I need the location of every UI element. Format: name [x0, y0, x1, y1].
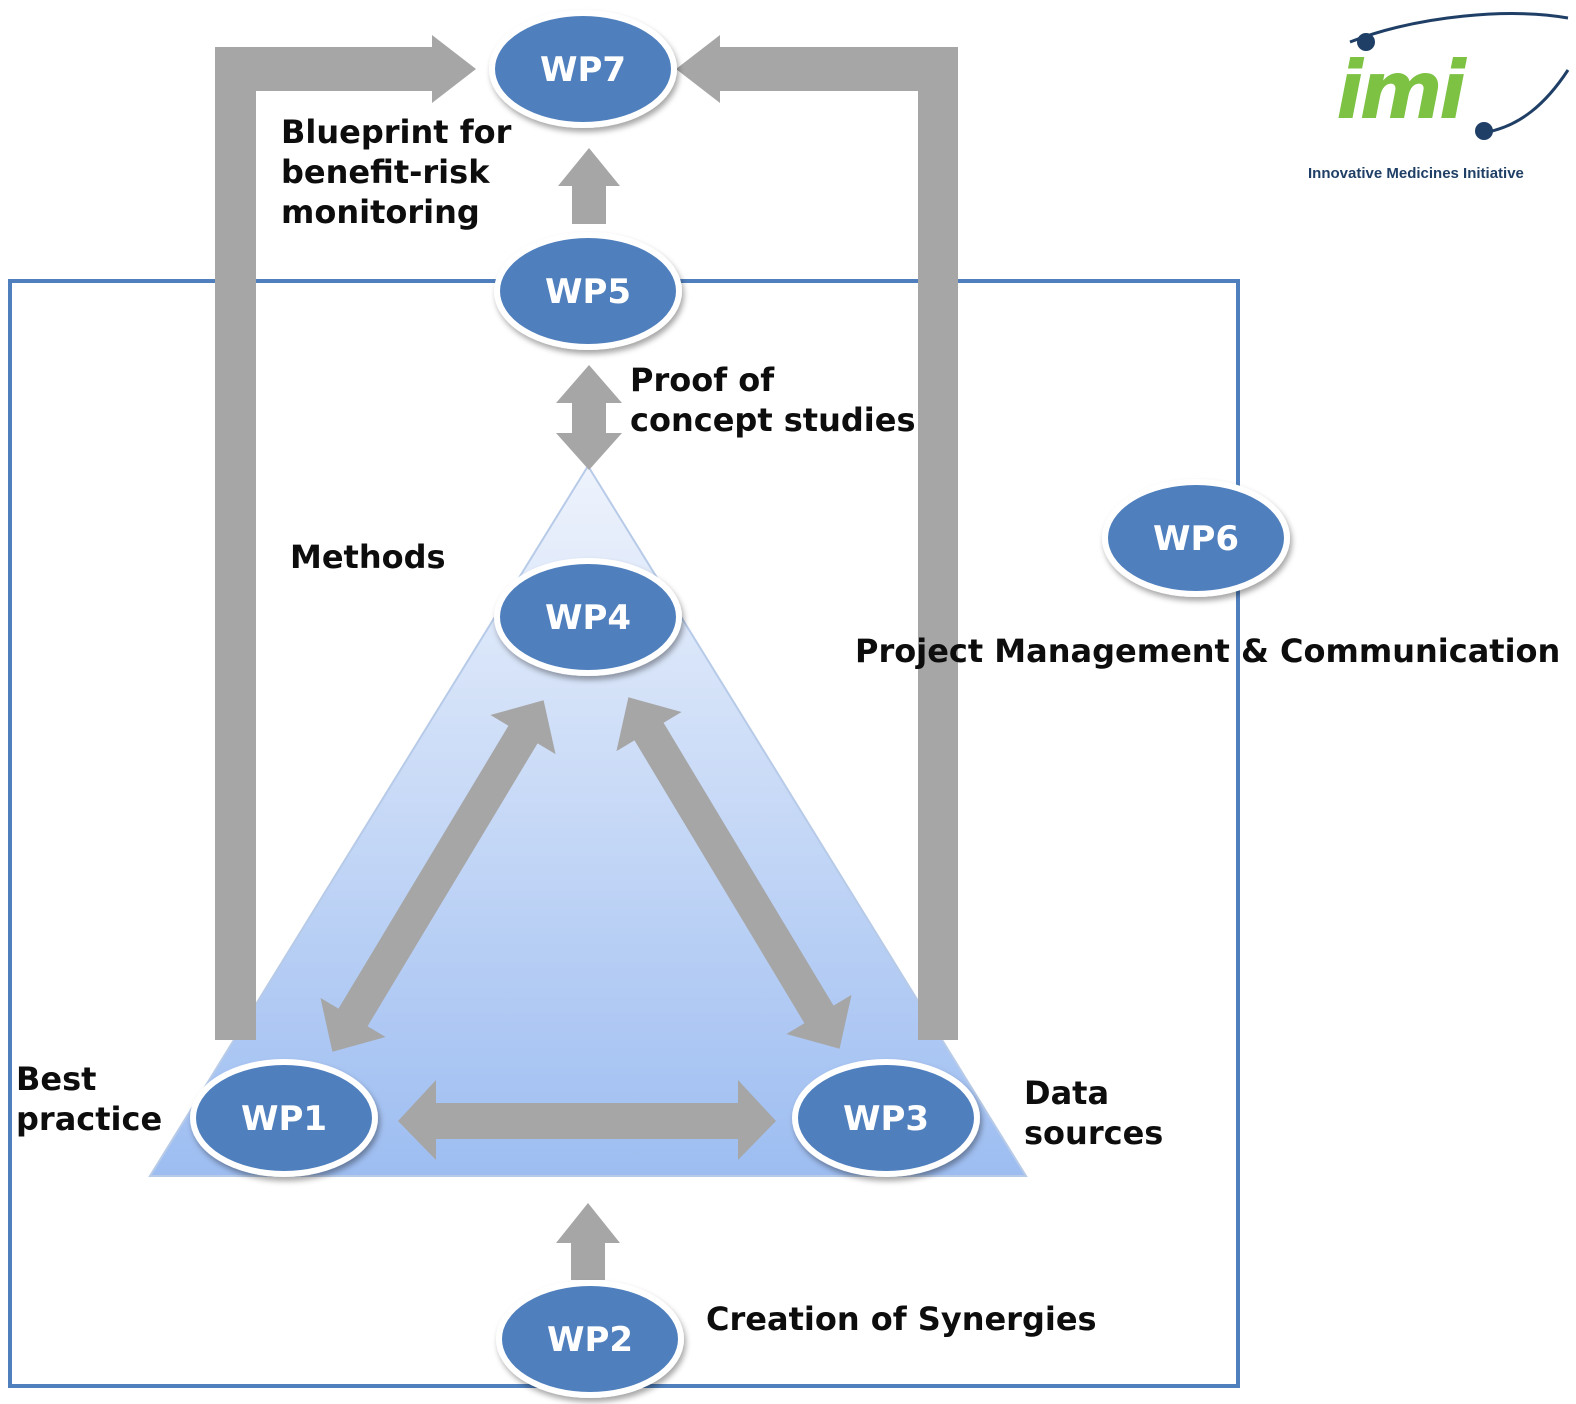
node-wp7-label: WP7	[540, 50, 626, 90]
arrow-wp1-wp3	[398, 1080, 776, 1160]
label-proof-line2: concept studies	[630, 401, 916, 439]
label-data-sources-line1: Data	[1024, 1074, 1110, 1112]
node-wp2-label: WP2	[547, 1320, 633, 1360]
label-best-practice: Best practice	[16, 1059, 162, 1139]
logo-caption: Innovative Medicines Initiative	[1308, 165, 1524, 182]
label-blueprint: Blueprint for benefit-risk monitoring	[281, 112, 511, 232]
logo-dot-bottom	[1475, 122, 1493, 140]
label-blueprint-line2: benefit-risk	[281, 153, 490, 191]
logo-orbit-arc	[1349, 12, 1569, 44]
label-blueprint-line1: Blueprint for	[281, 113, 512, 151]
node-wp4-label: WP4	[545, 598, 631, 638]
label-proof: Proof of concept studies	[630, 360, 916, 440]
node-wp6-label: WP6	[1153, 519, 1239, 559]
label-proof-line1: Proof of	[630, 361, 775, 399]
label-methods: Methods	[290, 538, 446, 576]
label-data-sources-line2: sources	[1024, 1114, 1164, 1152]
node-wp1-label: WP1	[241, 1099, 327, 1139]
node-wp4: WP4	[494, 558, 682, 676]
logo-word: imi	[1336, 44, 1468, 137]
node-wp5-label: WP5	[545, 272, 631, 312]
arrow-wp5-wp4	[556, 365, 622, 470]
label-best-practice-line1: Best	[16, 1060, 97, 1098]
label-data-sources: Data sources	[1024, 1073, 1163, 1153]
logo-dot-top	[1357, 33, 1375, 51]
node-wp6: WP6	[1102, 479, 1290, 597]
label-best-practice-line2: practice	[16, 1100, 163, 1138]
arrow-wp1-wp4	[320, 700, 556, 1052]
imi-logo: imi Innovative Medicines Initiative	[1308, 12, 1570, 182]
label-project-management: Project Management & Communication	[855, 632, 1561, 670]
node-wp2: WP2	[496, 1280, 684, 1398]
node-wp3: WP3	[792, 1059, 980, 1177]
loop-arrow-right	[676, 35, 958, 1040]
label-blueprint-line3: monitoring	[281, 193, 480, 231]
logo-orbit-arc-right	[1487, 69, 1570, 134]
arrow-wp3-wp4	[616, 697, 852, 1049]
arrow-wp5-to-wp7	[558, 148, 620, 224]
node-wp1: WP1	[190, 1059, 378, 1177]
label-synergies: Creation of Synergies	[706, 1300, 1097, 1338]
node-wp7: WP7	[489, 10, 677, 128]
node-wp5: WP5	[494, 232, 682, 350]
loop-arrow-left	[215, 35, 476, 1040]
node-wp3-label: WP3	[843, 1099, 929, 1139]
arrow-wp2-up	[556, 1203, 620, 1280]
